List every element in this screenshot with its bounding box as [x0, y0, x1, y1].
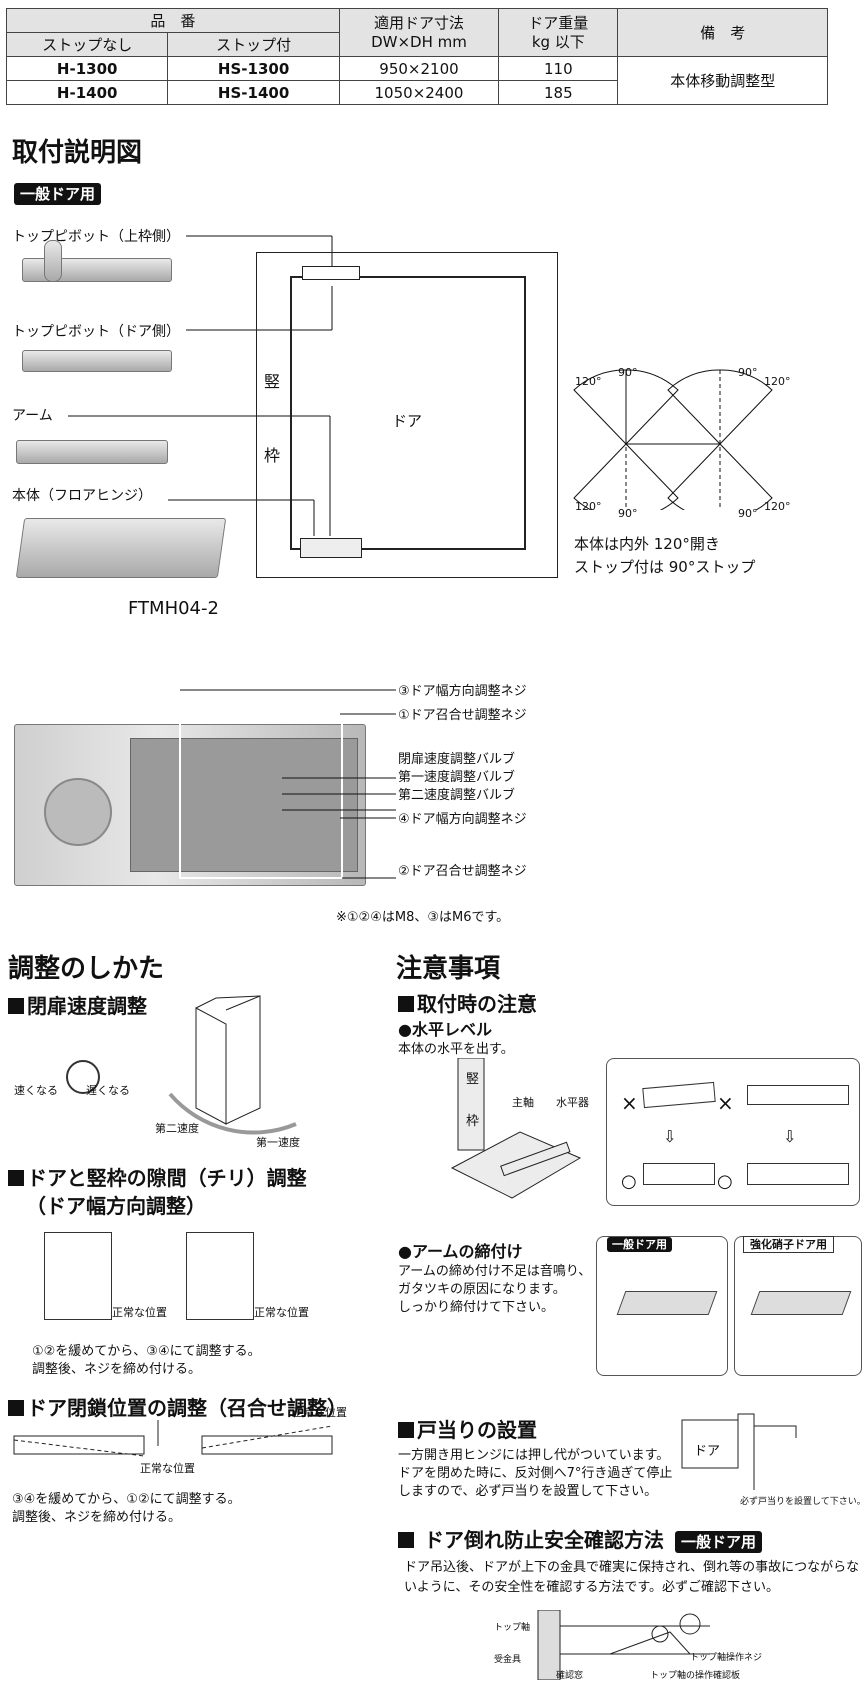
- top-op-screw-label: トップ軸操作ネジ: [690, 1653, 763, 1663]
- door-stop-note: 必ず戸当りを設置して下さい。: [740, 1497, 866, 1507]
- level-tool-label: 水平器: [556, 1096, 589, 1109]
- door-label: ドア: [694, 1444, 721, 1459]
- part-label: トップピボット（ドア側）: [12, 324, 180, 340]
- slower-label: 遅くなる: [86, 1084, 130, 1097]
- arrow-down-icon: ⇩: [783, 1127, 797, 1146]
- door-frame-outline: [256, 252, 558, 578]
- level-check-box: × × ⇩ ⇩ ○ ○: [606, 1058, 860, 1206]
- top-axis-label: トップ軸: [494, 1623, 531, 1633]
- valve-label: 閉扉速度調整バルブ: [398, 752, 516, 767]
- table-row: H-1300 HS-1300 950×2100 110 本体移動調整型: [5, 56, 828, 105]
- glass-door-badge: 強化硝子ドア用: [743, 1236, 834, 1253]
- gap-adjust-subtitle: （ドア幅方向調整）: [26, 1194, 206, 1218]
- angle-note: 本体は内外 120°開き: [574, 535, 720, 553]
- arm-image: [16, 440, 168, 464]
- opening-angle-diagram: [573, 369, 773, 510]
- door-size-header: 適用ドア寸法 DW×DH mm: [338, 8, 500, 57]
- with-stop-header: ストップ付: [167, 32, 340, 57]
- door-stop-desc: 一方開き用ヒンジには押し代がついています。: [398, 1448, 670, 1463]
- door-weight-header: ドア重量 kg 以下: [498, 8, 619, 57]
- remark-cell: 本体移動調整型: [617, 56, 828, 105]
- caution-title: 注意事項: [396, 954, 501, 984]
- install-caution-title: 取付時の注意: [398, 988, 537, 1017]
- general-door-badge: 一般ドア用: [674, 1531, 762, 1553]
- part-label: アーム: [12, 408, 53, 424]
- door-outline: [290, 276, 526, 550]
- level-title: ●水平レベル: [398, 1020, 492, 1039]
- remarks-header: 備 考: [617, 8, 828, 57]
- safety-desc: ドア吊込後、ドアが上下の金具で確実に保持され、倒れ等の事故につながらな: [404, 1560, 860, 1575]
- check-window-label: 確認窓: [556, 1671, 584, 1681]
- arm-desc: アームの締め付け不足は音鳴り、: [398, 1264, 592, 1279]
- receiver-label: 受金具: [494, 1655, 522, 1665]
- table-row: H-1400 HS-1400 1050×2400 185: [5, 80, 828, 105]
- floor-hinge-drawing: [300, 538, 362, 558]
- ng-mark-icon: ×: [621, 1091, 638, 1115]
- safety-check-diagram: [537, 1610, 710, 1680]
- door-stop-diagram: [681, 1413, 797, 1490]
- model-label: FTMH04-2: [128, 598, 219, 619]
- valve-label: 第二速度調整バルブ: [398, 788, 516, 803]
- adjust-screw-label: ④ドア幅方向調整ネジ: [398, 812, 527, 827]
- gap-note: ①②を緩めてから、③④にて調整する。: [32, 1344, 261, 1359]
- safety-desc: いように、その安全性を確認する方法です。必ずご確認下さい。: [404, 1580, 780, 1595]
- main-axis-label: 主軸: [512, 1096, 534, 1109]
- spindle-image: [44, 778, 112, 846]
- normal-position-label: 正常な位置: [292, 1406, 347, 1419]
- no-stop-header: ストップなし: [5, 32, 169, 57]
- pivot-pin-image: [44, 240, 62, 282]
- arm-glass-box: 強化硝子ドア用: [734, 1236, 862, 1376]
- adjust-screw-label: ①ドア召合せ調整ネジ: [398, 708, 527, 723]
- screw-size-note: ※①②④はM8、③はM6です。: [336, 910, 510, 925]
- arm-title: ●アームの締付け: [398, 1242, 523, 1261]
- spec-table: 品 番 適用ドア寸法 DW×DH mm ドア重量 kg 以下 備 考 ストップな…: [5, 8, 828, 105]
- door-stop-desc: しますので、必ず戸当りを設置して下さい。: [398, 1484, 658, 1499]
- top-pivot-door-image: [22, 350, 172, 372]
- safety-title: ドア倒れ防止安全確認方法 一般ドア用: [398, 1524, 762, 1553]
- door-gap-diagram: [44, 1232, 112, 1320]
- ok-mark-icon: ○: [621, 1171, 637, 1192]
- normal-position-label: 正常な位置: [112, 1306, 167, 1319]
- close-note: 調整後、ネジを締め付ける。: [12, 1510, 182, 1525]
- arm-general-box: 一般ドア用: [596, 1236, 728, 1376]
- part-no-header: 品 番: [6, 8, 340, 33]
- level-install-diagram: [450, 1058, 582, 1199]
- ng-mark-icon: ×: [717, 1091, 734, 1115]
- hinge-mechanism-image: [130, 738, 358, 872]
- adjust-screw-label: ③ドア幅方向調整ネジ: [398, 684, 527, 699]
- arrow-down-icon: ⇩: [663, 1127, 677, 1146]
- gap-note: 調整後、ネジを締め付ける。: [32, 1362, 202, 1377]
- adjust-title: 調整のしかた: [8, 954, 165, 984]
- door-closing-speed-diagram: [168, 995, 297, 1135]
- install-title: 取付説明図: [12, 138, 143, 168]
- normal-position-label: 正常な位置: [254, 1306, 309, 1319]
- angle-note: ストップ付は 90°ストップ: [574, 558, 756, 576]
- gap-adjust-title: ドアと竪枠の隙間（チリ）調整: [8, 1162, 307, 1191]
- level-desc: 本体の水平を出す。: [398, 1042, 514, 1057]
- photo-leader-lines: [179, 689, 396, 879]
- close-note: ③④を緩めてから、①②にて調整する。: [12, 1492, 241, 1507]
- close-position-diagram: [13, 1420, 333, 1457]
- normal-position-label: 正常な位置: [140, 1462, 195, 1475]
- valve-label: 第一速度調整バルブ: [398, 770, 516, 785]
- second-speed-label: 第二速度: [155, 1122, 199, 1135]
- ok-mark-icon: ○: [717, 1171, 733, 1192]
- general-door-badge: 一般ドア用: [607, 1237, 672, 1252]
- door-stop-desc: ドアを閉めた時に、反対側へ7°行き過ぎて停止: [398, 1466, 673, 1481]
- first-speed-label: 第一速度: [256, 1136, 300, 1149]
- valve-dial-icon: [66, 1060, 100, 1094]
- adjust-screw-label: ②ドア召合せ調整ネジ: [398, 864, 527, 879]
- arm-desc: ガタツキの原因になります。: [398, 1282, 566, 1297]
- top-pivot-drawing: [302, 266, 360, 280]
- part-label: 本体（フロアヒンジ）: [12, 488, 152, 504]
- faster-label: 速くなる: [14, 1084, 58, 1097]
- arm-desc: しっかり締付けて下さい。: [398, 1300, 555, 1315]
- door-stop-title: 戸当りの設置: [398, 1414, 537, 1443]
- general-door-badge: 一般ドア用: [14, 183, 102, 205]
- close-adjust-title: ドア閉鎖位置の調整（召合せ調整）: [8, 1392, 347, 1421]
- speed-adjust-title: 閉扉速度調整: [8, 990, 147, 1019]
- door-label: ドア: [392, 412, 423, 430]
- door-gap-diagram: [186, 1232, 254, 1320]
- top-op-plate-label: トップ軸の操作確認板: [650, 1671, 741, 1681]
